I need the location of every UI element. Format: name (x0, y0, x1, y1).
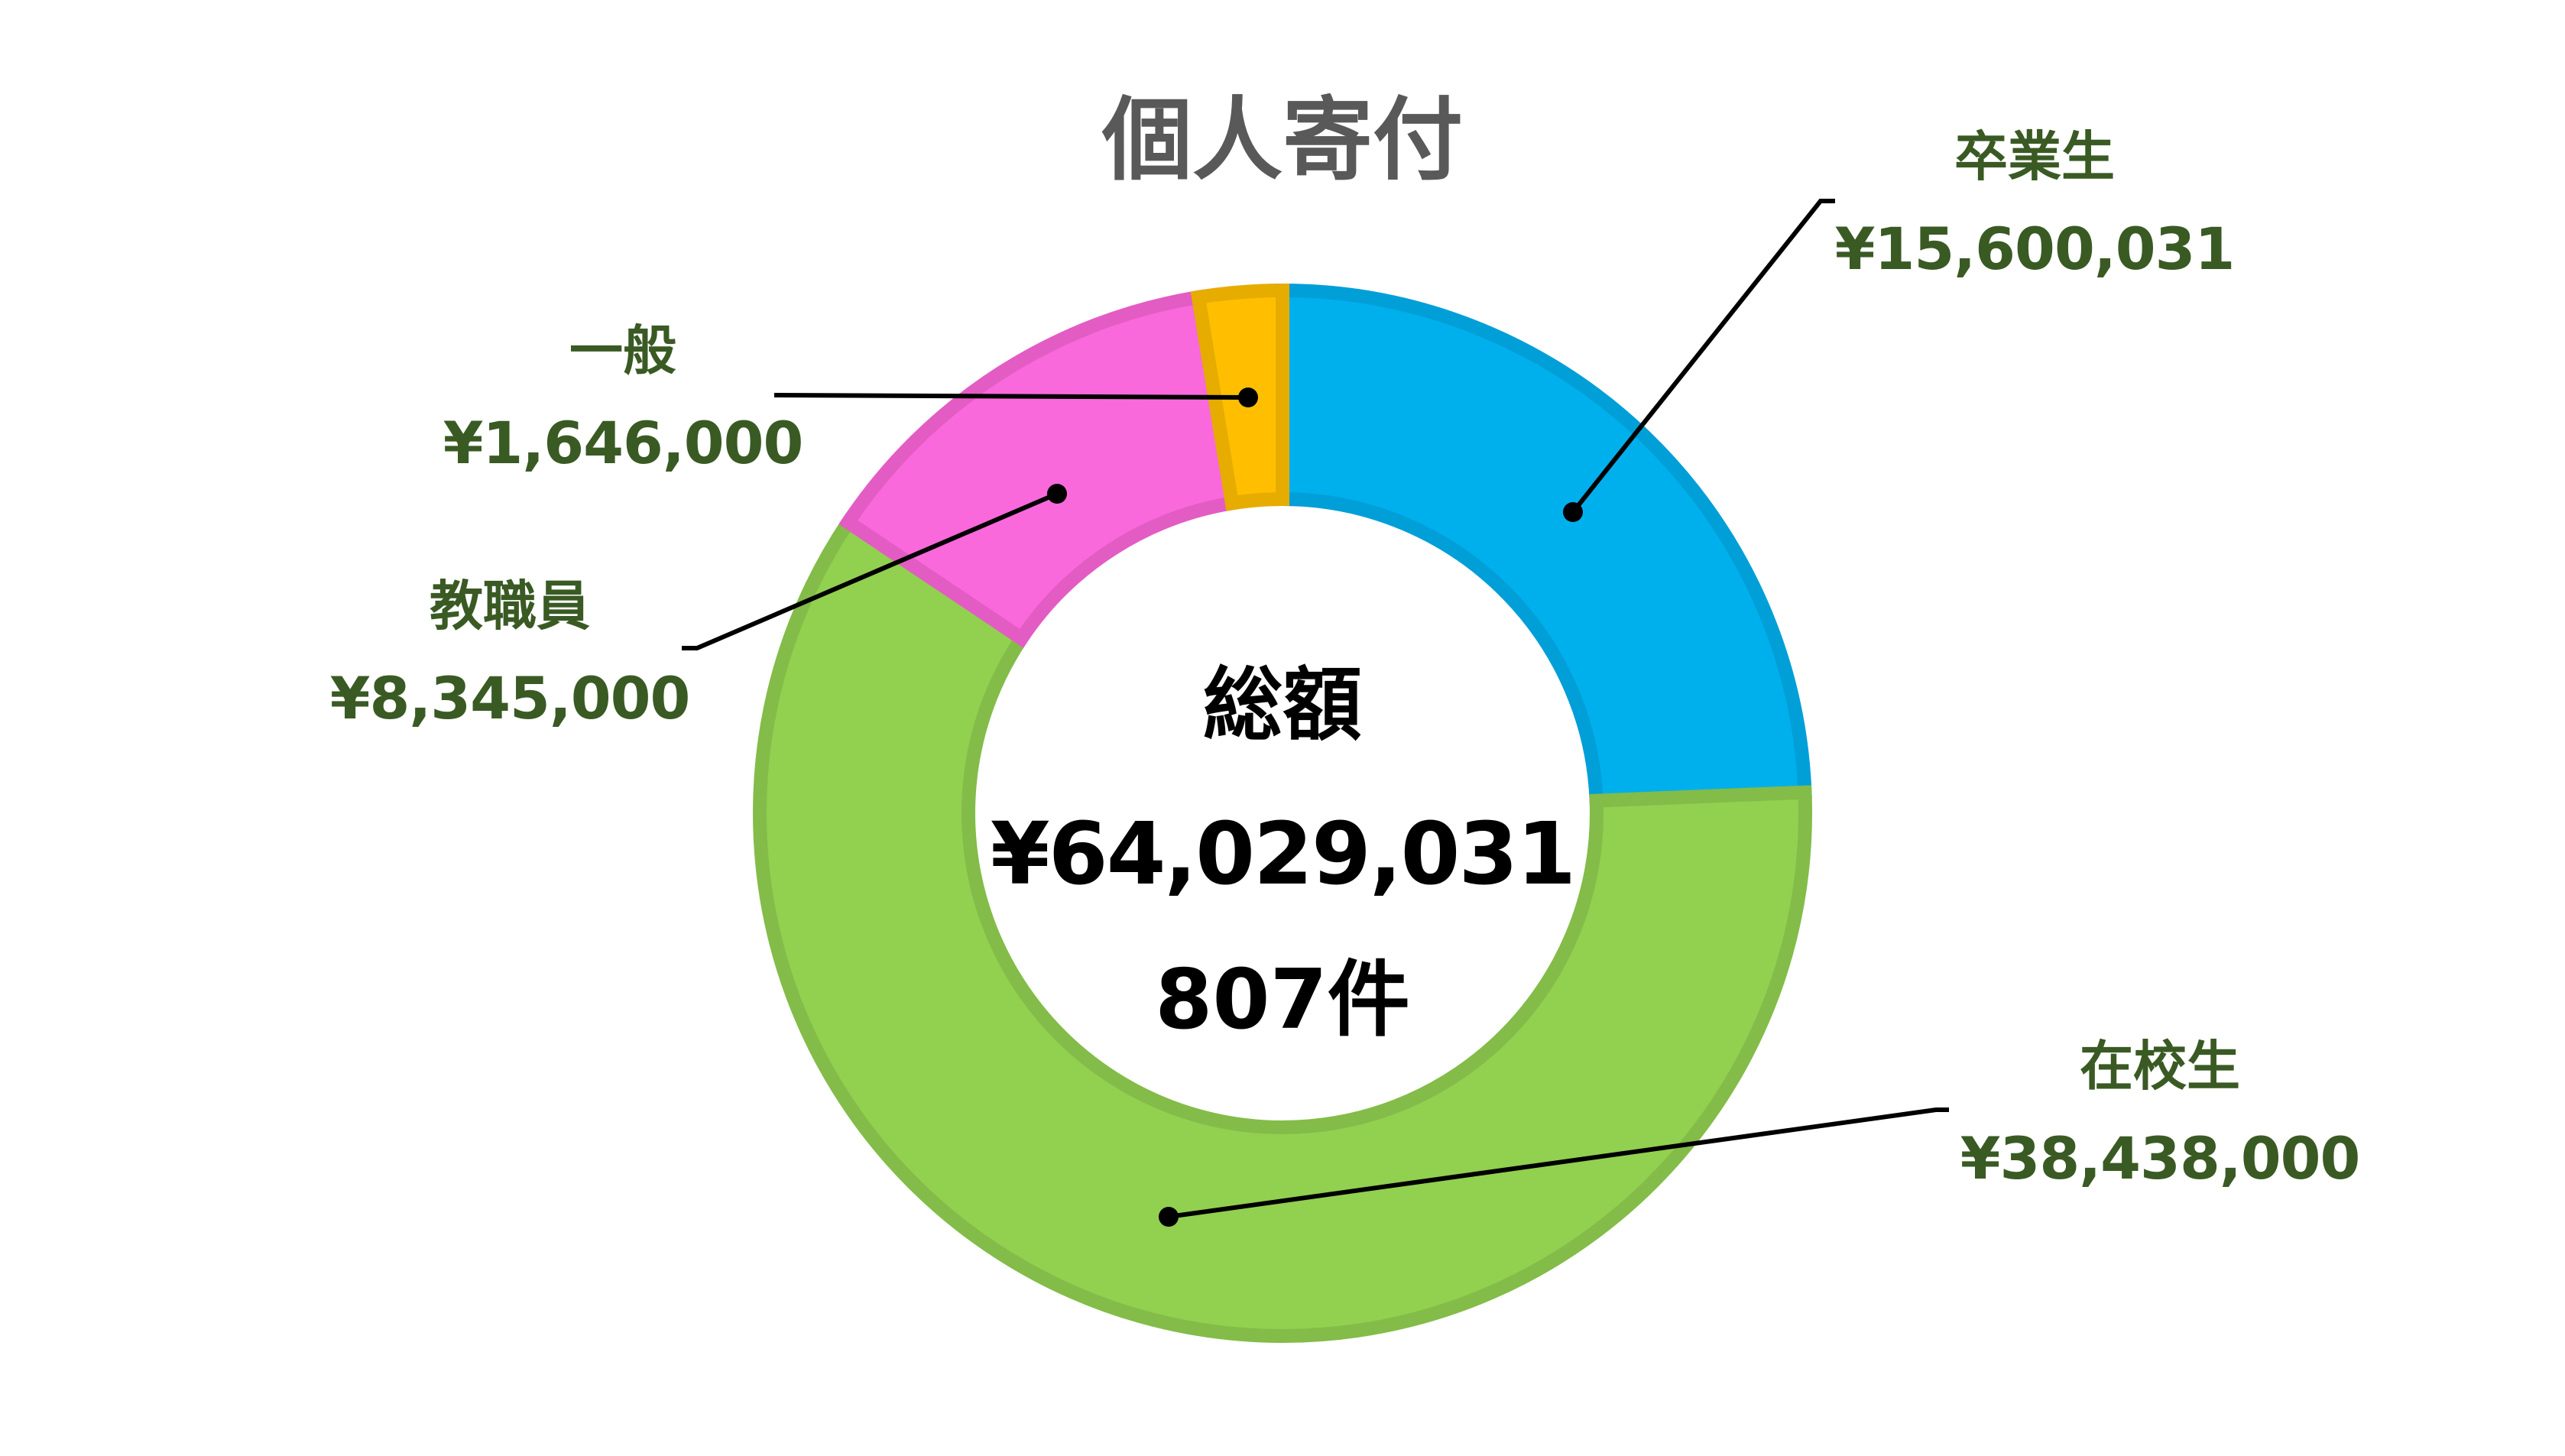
leader-graduates (1571, 199, 1835, 514)
leader-dot-icon (1238, 388, 1258, 407)
data-label-value: ¥38,438,000 (1960, 1124, 2361, 1192)
data-label-category: 卒業生 (1954, 125, 2115, 188)
leader-dot-icon (1047, 484, 1067, 504)
data-label-category: 一般 (569, 319, 676, 382)
center-total-label: 総額 (1202, 658, 1363, 751)
data-label-value: ¥15,600,031 (1834, 215, 2236, 283)
slice-graduates (1276, 283, 1812, 808)
data-label-category: 在校生 (2079, 1035, 2240, 1098)
leader-current-students (1168, 1107, 1949, 1219)
data-label-value: ¥1,646,000 (443, 409, 804, 477)
center-total-amount: ¥64,029,031 (990, 805, 1576, 904)
data-label-general: 一般 ¥1,646,000 (443, 319, 804, 477)
leader-dot-icon (1159, 1207, 1179, 1227)
slice-faculty-staff (838, 289, 1240, 648)
data-label-faculty-staff: 教職員 ¥8,345,000 (329, 575, 691, 732)
data-label-category: 教職員 (429, 575, 590, 637)
data-label-graduates: 卒業生 ¥15,600,031 (1834, 125, 2236, 283)
data-label-value: ¥8,345,000 (329, 664, 691, 732)
slice-current-students (753, 512, 1812, 1343)
leader-lines (682, 199, 1949, 1227)
leader-general (773, 393, 1249, 400)
data-label-current-students: 在校生 ¥38,438,000 (1960, 1035, 2361, 1192)
chart-title: 個人寄付 (1101, 87, 1464, 193)
donut-slices (753, 283, 1812, 1343)
center-donation-count: 807件 (1155, 952, 1410, 1048)
leader-dot-icon (1563, 502, 1583, 522)
leader-faculty-staff (682, 491, 1059, 650)
